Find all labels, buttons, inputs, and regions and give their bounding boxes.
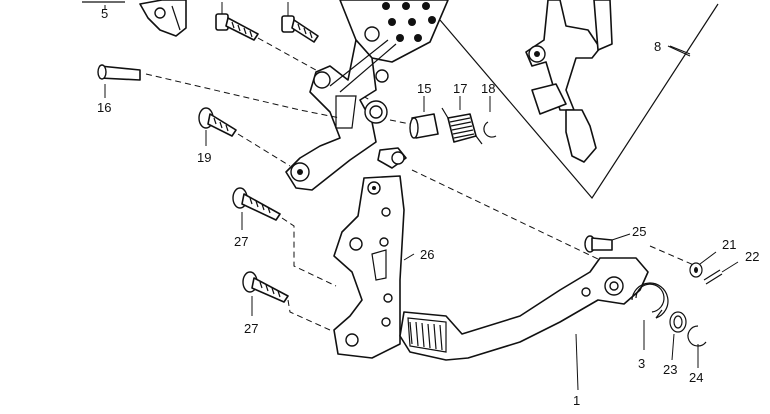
part-18-circlip	[483, 96, 497, 138]
callout-17: 17	[453, 81, 467, 96]
pivot-guide-line	[411, 169, 601, 261]
part-1-brake-pedal	[399, 257, 649, 391]
part-25-pin	[584, 233, 631, 253]
part-3-return-spring	[631, 282, 669, 350]
footrest-plate	[339, 0, 449, 83]
callout-5: 5	[101, 6, 108, 21]
part-23-washer	[669, 311, 687, 361]
part-21-washer	[689, 251, 717, 278]
top-bolt-right	[221, 2, 319, 43]
callout-22: 22	[745, 249, 759, 264]
callout-3: 3	[638, 356, 645, 371]
part-8-leader	[667, 45, 691, 57]
callout-8: 8	[654, 39, 661, 54]
part-27-bolt-upper	[232, 187, 337, 287]
clip-guide-line	[649, 245, 697, 267]
part-15-bushing	[389, 96, 439, 139]
part-5-clip	[139, 0, 187, 37]
part-17-spring	[441, 96, 483, 145]
callout-15: 15	[417, 81, 431, 96]
top-left-frame	[82, 1, 125, 10]
part-24-circlip	[687, 325, 707, 368]
part-16-pin	[97, 64, 341, 119]
callout-16: 16	[97, 100, 111, 115]
part-22-cotter-pin	[703, 261, 739, 285]
callout-24: 24	[689, 370, 703, 385]
callout-19: 19	[197, 150, 211, 165]
part-19-bolt	[198, 107, 291, 167]
callout-26: 26	[420, 247, 434, 262]
callout-18: 18	[481, 81, 495, 96]
main-bracket	[285, 39, 407, 191]
callout-23: 23	[663, 362, 677, 377]
callout-27-lower: 27	[244, 321, 258, 336]
part-8-master-cylinder	[439, 0, 719, 200]
part-26-bracket-plate	[333, 175, 415, 359]
callout-1: 1	[573, 393, 580, 408]
callout-21: 21	[722, 237, 736, 252]
part-27-bolt-lower	[242, 271, 331, 331]
callout-27-upper: 27	[234, 234, 248, 249]
callout-25: 25	[632, 224, 646, 239]
